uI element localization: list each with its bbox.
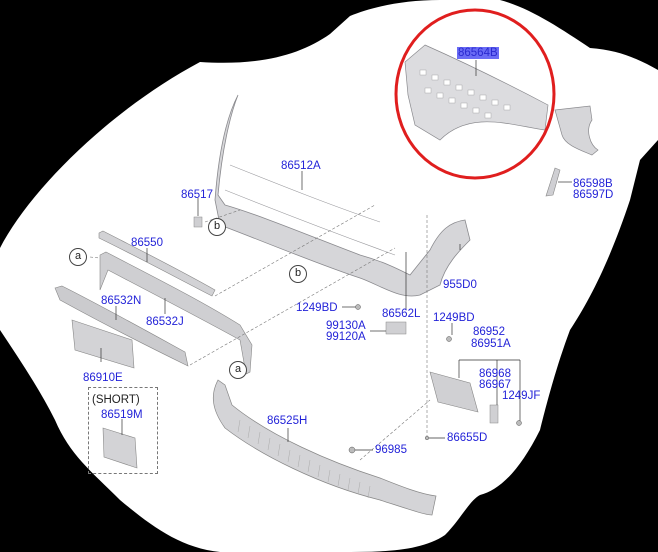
cap-86517 [193, 216, 203, 228]
bracket-86598B [545, 167, 561, 197]
label-86525H[interactable]: 86525H [267, 415, 308, 427]
sensor-99130A [385, 321, 407, 335]
bumper-cover-86512A [214, 94, 471, 297]
label-1249BD-a[interactable]: 1249BD [296, 302, 338, 314]
callout-b-upper: b [208, 218, 226, 236]
label-955D0[interactable]: 955D0 [443, 279, 477, 291]
label-86550[interactable]: 86550 [131, 237, 163, 249]
label-86562L[interactable]: 86562L [382, 308, 421, 320]
callout-a-lower: a [229, 361, 247, 379]
label-86532J[interactable]: 86532J [146, 316, 184, 328]
callout-a-upper: a [69, 248, 87, 266]
label-86598B[interactable]: 86598B [573, 178, 613, 190]
plate-86910E [71, 319, 135, 369]
label-86597D[interactable]: 86597D [573, 189, 614, 201]
highlight-circle [394, 8, 556, 180]
short-variant-box [88, 387, 158, 474]
label-86512A[interactable]: 86512A [281, 160, 321, 172]
label-1249BD-b[interactable]: 1249BD [433, 312, 475, 324]
part-86968 [489, 404, 499, 424]
garnish-86532N [54, 285, 189, 367]
moulding-86550 [98, 230, 216, 297]
bolt-icons [348, 304, 522, 454]
label-96985[interactable]: 96985 [375, 444, 407, 456]
energy-absorber-86564B [404, 44, 599, 156]
grille-86952 [429, 371, 479, 413]
label-short: (SHORT) [92, 394, 140, 406]
plate-86519M [102, 427, 138, 469]
label-86517[interactable]: 86517 [181, 189, 213, 201]
label-86951A[interactable]: 86951A [471, 338, 511, 350]
label-99120A[interactable]: 99120A [326, 331, 366, 343]
label-86910E[interactable]: 86910E [83, 372, 123, 384]
label-86655D[interactable]: 86655D [447, 432, 488, 444]
label-86968[interactable]: 86968 [479, 368, 511, 380]
label-99130A[interactable]: 99130A [326, 320, 366, 332]
label-86967[interactable]: 86967 [479, 379, 511, 391]
lower-bumper-86525H [212, 379, 437, 516]
label-86564B[interactable]: 86564B [457, 47, 499, 59]
label-86532N[interactable]: 86532N [101, 295, 142, 307]
garnish-86532J [99, 251, 253, 375]
callout-b-lower: b [289, 265, 307, 283]
label-1249JF[interactable]: 1249JF [502, 390, 541, 402]
label-86519M[interactable]: 86519M [101, 409, 143, 421]
label-86952[interactable]: 86952 [473, 326, 505, 338]
